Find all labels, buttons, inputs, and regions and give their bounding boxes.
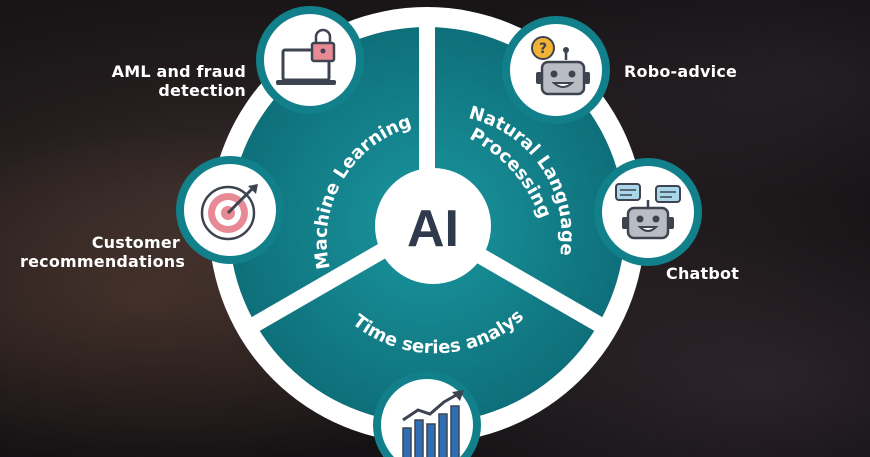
robot-question-icon: ? — [502, 16, 610, 124]
robot-chat-icon — [594, 158, 702, 266]
label-aml-line2: detection — [158, 81, 246, 100]
label-aml: AML and fraud detection — [100, 62, 246, 100]
label-aml-line1: AML and fraud — [111, 62, 246, 81]
svg-text:?: ? — [539, 41, 547, 57]
label-robo-advice: Robo-advice — [624, 62, 738, 81]
laptop-lock-icon — [256, 6, 364, 114]
target-icon — [176, 156, 284, 264]
label-customer-line1: Customer — [91, 233, 180, 252]
center-circle — [375, 168, 491, 284]
label-customer: Customer recommendations — [20, 233, 186, 271]
center-label: AI — [407, 200, 459, 258]
rising-bar-chart-icon — [373, 371, 481, 457]
label-chatbot: Chatbot — [666, 264, 740, 283]
label-customer-line2: recommendations — [20, 252, 186, 271]
